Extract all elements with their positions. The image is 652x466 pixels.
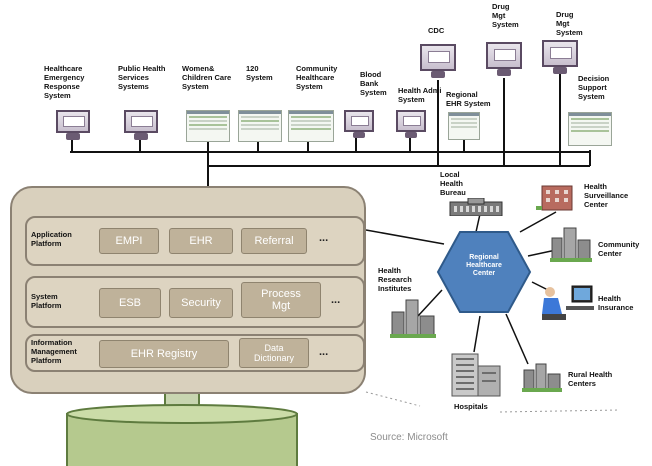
- system-platform: System Platform ESB Security Process Mgt…: [25, 276, 365, 328]
- research-building-icon: [390, 299, 436, 338]
- system-label: Women& Children Care System: [182, 64, 232, 91]
- platform-name: Information Management Platform: [31, 338, 77, 365]
- system-label: Healthcare Emergency Response System: [44, 64, 85, 100]
- hub-label: Regional Healthcare Center: [466, 254, 502, 277]
- chip-data-dictionary: Data Dictionary: [239, 338, 309, 368]
- chip-process-mgt: Process Mgt: [241, 282, 321, 318]
- hospital-building-icon: [451, 353, 501, 397]
- more-indicator: ...: [319, 346, 329, 358]
- chip-security: Security: [169, 288, 233, 318]
- chip-referral: Referral: [241, 228, 307, 254]
- chip-ehr-registry: EHR Registry: [99, 340, 229, 368]
- computer-icon: [56, 110, 90, 140]
- computer-icon: [344, 110, 374, 138]
- computer-icon: [420, 44, 456, 78]
- source-caption: Source: Microsoft: [370, 432, 448, 443]
- research-institutes-label: Health Research Institutes: [378, 266, 412, 293]
- rural-building-icon: [522, 363, 562, 392]
- community-center-label: Community Center: [598, 240, 640, 258]
- system-label: 120 System: [246, 64, 273, 82]
- computer-icon: [124, 110, 158, 140]
- system-label: Drug Mgt System: [492, 2, 519, 29]
- chip-empi: EMPI: [99, 228, 159, 254]
- rural-health-centers-label: Rural Health Centers: [568, 370, 613, 388]
- screenshot-icon: [238, 110, 282, 142]
- hospitals-label: Hospitals: [454, 402, 488, 411]
- pedestal-cylinder: [66, 404, 298, 466]
- chip-ehr: EHR: [169, 228, 233, 254]
- chip-esb: ESB: [99, 288, 161, 318]
- screenshot-icon: [448, 112, 480, 140]
- platform-stack: Application Platform EMPI EHR Referral .…: [10, 186, 366, 394]
- surveillance-center-label: Health Surveillance Center: [584, 182, 629, 209]
- computer-icon: [542, 40, 578, 74]
- screenshot-icon: [288, 110, 334, 142]
- platform-name: Application Platform: [31, 230, 72, 248]
- system-label: Blood Bank System: [360, 70, 387, 97]
- application-platform: Application Platform EMPI EHR Referral .…: [25, 216, 365, 266]
- more-indicator: ...: [331, 294, 341, 306]
- surveillance-building-icon: [536, 185, 573, 211]
- community-building-icon: [550, 227, 592, 262]
- platform-name: System Platform: [31, 292, 62, 310]
- screenshot-icon: [568, 112, 612, 146]
- system-label: Decision Support System: [578, 74, 610, 101]
- system-label: Health Admi System: [398, 86, 442, 104]
- bureau-building-icon: [449, 198, 503, 216]
- local-health-bureau-label: Local Health Bureau: [440, 170, 466, 197]
- screenshot-icon: [186, 110, 230, 142]
- system-label: CDC: [428, 26, 445, 35]
- system-label: Regional EHR System: [446, 90, 491, 108]
- computer-icon: [486, 42, 522, 76]
- regional-healthcare-hub: [436, 231, 532, 313]
- system-label: Drug Mgt System: [556, 10, 583, 37]
- computer-icon: [396, 110, 426, 138]
- information-management-platform: Information Management Platform EHR Regi…: [25, 334, 365, 372]
- health-insurance-label: Health Insurance: [598, 294, 634, 312]
- operator-workstation-icon: [542, 285, 594, 320]
- system-label: Community Healthcare System: [296, 64, 338, 91]
- more-indicator: ...: [319, 232, 329, 244]
- system-label: Public Health Services Systems: [118, 64, 166, 91]
